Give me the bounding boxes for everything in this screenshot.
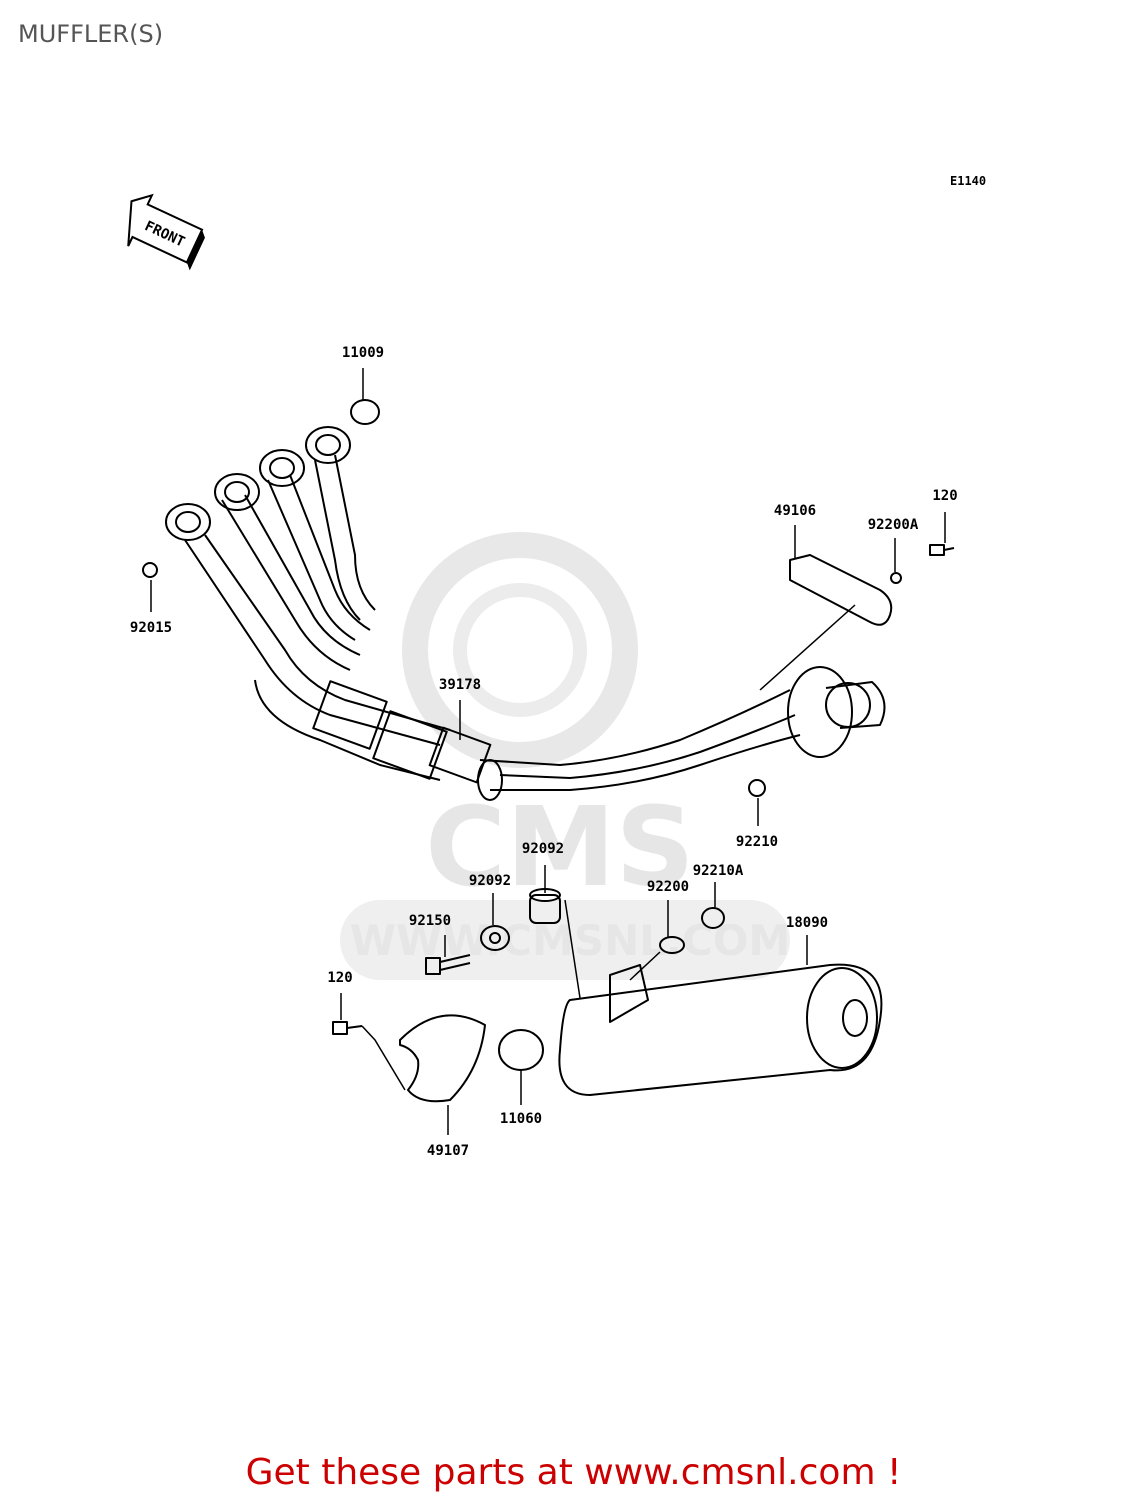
leader-lines	[150, 368, 946, 1135]
part-label: 18090	[786, 915, 828, 931]
part-label: 120	[327, 970, 352, 986]
nut-92210a	[701, 907, 725, 929]
gasket-11009	[350, 399, 380, 425]
part-label: 92200A	[868, 517, 919, 533]
part-label: 39178	[439, 677, 481, 693]
heat-shield-49106	[789, 554, 893, 626]
washer-92200a	[890, 572, 902, 584]
watermark-brand: CMS	[425, 783, 694, 911]
end-cap-49107	[399, 1014, 486, 1103]
watermark-url: WWW.CMSNL.COM	[350, 916, 791, 965]
part-label: 92015	[130, 620, 172, 636]
nut-92210	[748, 779, 766, 797]
bolt-92150	[425, 954, 471, 975]
part-label: 92092	[522, 841, 564, 857]
part-label: 92150	[409, 913, 451, 929]
part-label: 49106	[774, 503, 816, 519]
front-arrow-icon: FRONT	[127, 193, 205, 271]
part-label: 92092	[469, 873, 511, 889]
footer-link[interactable]: Get these parts at www.cmsnl.com !	[245, 1452, 902, 1493]
grommet-92092-left	[480, 925, 510, 951]
diagram-code: E1140	[950, 174, 987, 188]
part-label: 11060	[500, 1111, 542, 1127]
part-label: 92210	[736, 834, 778, 850]
part-label: 92210A	[693, 863, 744, 879]
muffler-18090	[558, 963, 883, 1096]
part-label: 120	[932, 488, 957, 504]
nut-92015	[142, 562, 158, 578]
part-label: 11009	[342, 345, 384, 361]
part-label: 92200	[647, 879, 689, 895]
bolt-120-upper	[929, 544, 955, 556]
bolt-120-lower	[332, 1021, 363, 1035]
page-title: MUFFLER(S)	[18, 20, 164, 48]
washer-92200	[659, 936, 685, 954]
part-label: 49107	[427, 1143, 469, 1159]
part-labels: 11009 92015 39178 49106 92200A 120 92210…	[130, 345, 958, 1159]
exhaust-header-pipes	[165, 426, 492, 784]
gasket-11060	[498, 1029, 544, 1071]
mid-pipe	[477, 666, 886, 801]
